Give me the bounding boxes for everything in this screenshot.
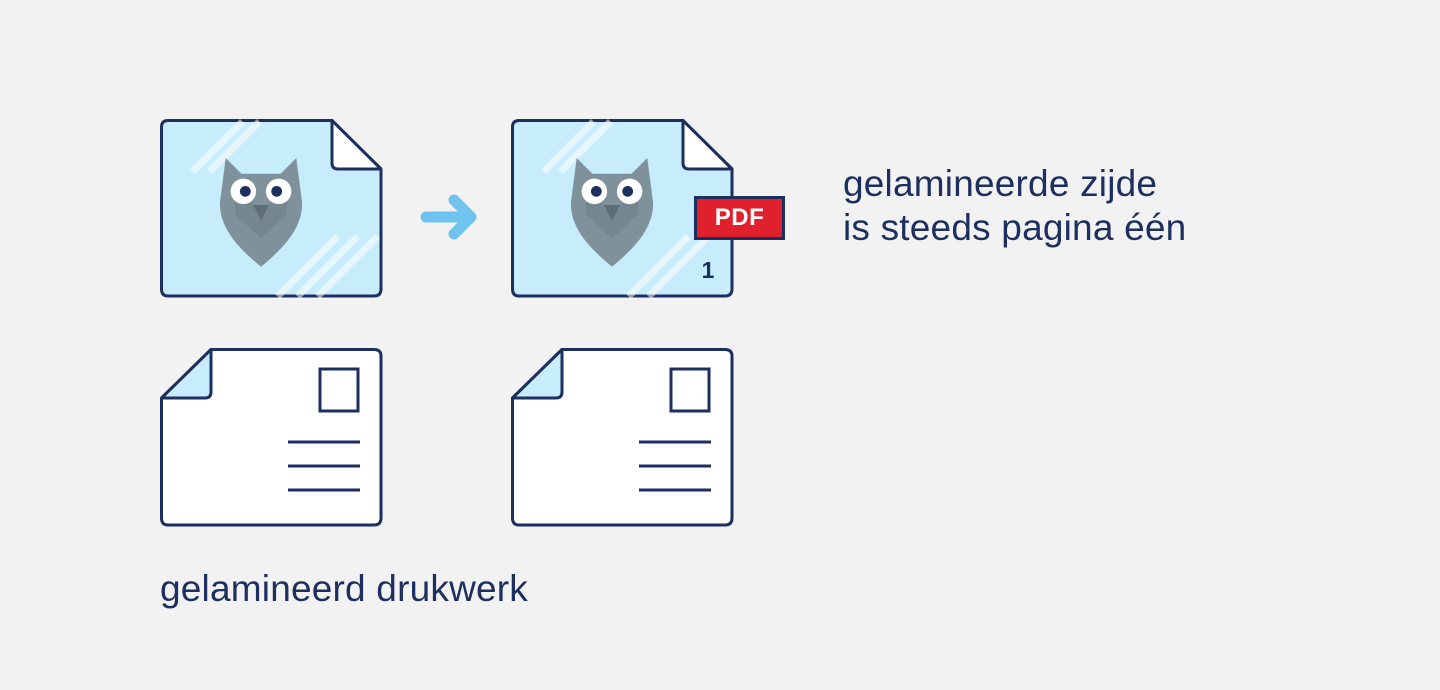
- note-line-2: is steeds pagina één: [843, 207, 1187, 248]
- postcard-back-icon: [511, 348, 734, 527]
- postcard-back-original: [160, 348, 385, 528]
- caption: gelamineerd drukwerk: [160, 568, 529, 609]
- stamp-box: [318, 367, 360, 413]
- arrow-right-icon: [420, 194, 477, 240]
- pdf-badge: PDF: [694, 196, 785, 240]
- note-line-1: gelamineerde zijde: [843, 163, 1158, 204]
- arrow: [420, 190, 482, 246]
- note-text: gelamineerde zijde is steeds pagina één: [843, 162, 1186, 250]
- page-number: 1: [701, 257, 715, 283]
- laminated-pdf-page-icon: [511, 119, 734, 299]
- laminated-document-original: [160, 119, 385, 299]
- pdf-badge-label: PDF: [714, 204, 765, 231]
- stamp-box: [669, 367, 711, 413]
- laminated-document-icon: [160, 119, 383, 299]
- postcard-back-icon: [160, 348, 383, 527]
- laminated-pdf-page: [511, 119, 736, 299]
- postcard-back-pdf: [511, 348, 736, 528]
